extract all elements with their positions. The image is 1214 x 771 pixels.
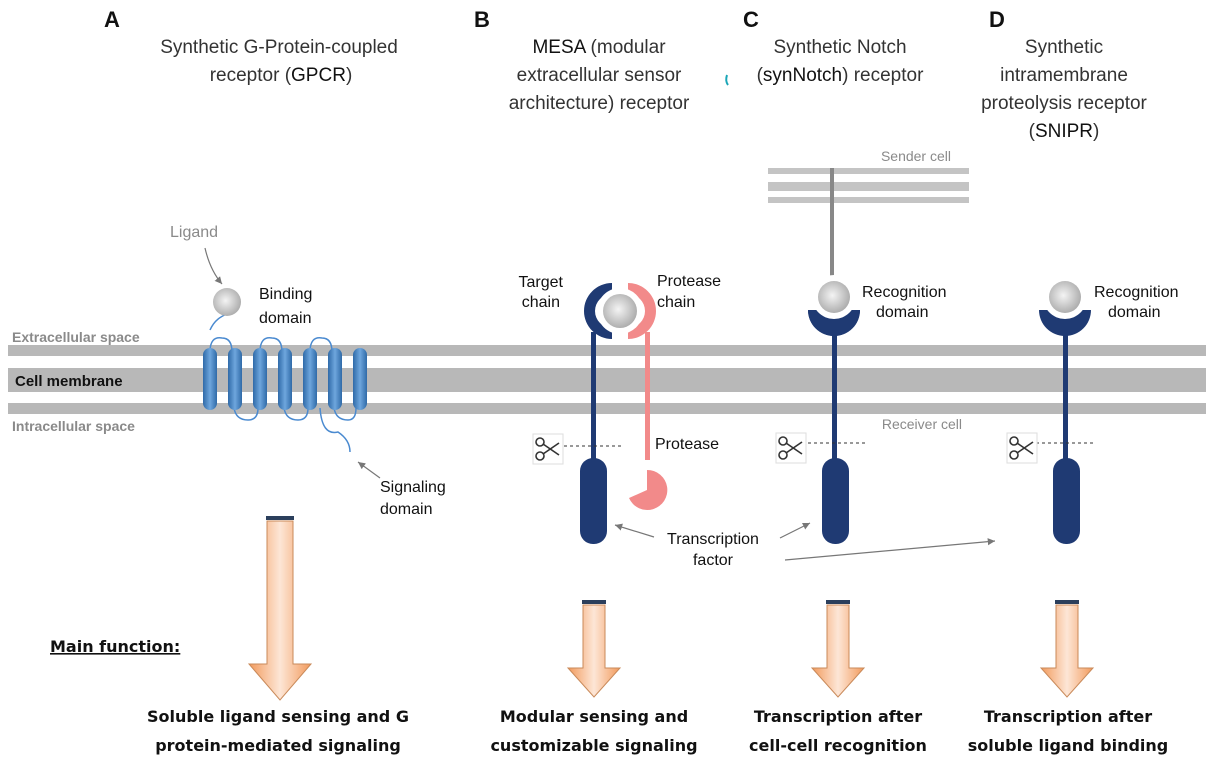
cell-membrane-label: Cell membrane — [15, 373, 123, 390]
protease-pacman — [629, 469, 668, 510]
signaling-arrow — [357, 461, 381, 479]
protease-chain-label-1: Protease — [657, 273, 721, 290]
panel-d-letter: D — [989, 7, 1005, 32]
panel-b-title-line2: extracellular sensor — [517, 65, 682, 86]
scissors-icon — [775, 432, 807, 464]
panel-d-title-line4: (SNIPR) — [1029, 121, 1100, 142]
gpcr-ligand — [213, 288, 241, 316]
arrow-a — [247, 516, 313, 701]
tm-helix-3 — [253, 348, 267, 410]
panel-b-letter: B — [474, 7, 490, 32]
tm-helix-6 — [328, 348, 342, 410]
sender-cell-label: Sender cell — [881, 148, 951, 164]
intracellular-label: Intracellular space — [12, 418, 135, 434]
recognition-domain-c-label-2: domain — [876, 304, 928, 321]
function-b-line1: Modular sensing and — [500, 707, 688, 726]
recognition-domain-d-label-1: Recognition — [1094, 284, 1179, 301]
target-chain-label-2: chain — [522, 294, 560, 311]
target-chain-stalk — [591, 332, 596, 460]
function-b-line2: customizable signaling — [490, 736, 697, 755]
protease-chain-cap — [628, 283, 656, 339]
target-chain-label-1: Target — [519, 274, 564, 291]
target-chain-cap — [584, 283, 612, 339]
recognition-domain-c-label-1: Recognition — [862, 284, 947, 301]
signaling-domain-label-1: Signaling — [380, 479, 446, 496]
signaling-domain-label-2: domain — [380, 501, 432, 518]
ligand-arrow — [204, 247, 223, 285]
snipr-ligand — [1049, 281, 1081, 313]
stray-mark — [725, 74, 729, 86]
snipr-recognition-cup — [1039, 310, 1091, 336]
receiver-cell-label: Receiver cell — [882, 416, 962, 432]
gpcr-receptor — [203, 305, 367, 453]
tf-arrow-c — [779, 522, 811, 539]
panel-a-header: A Synthetic G-Protein-coupled receptor (… — [104, 7, 398, 86]
tm-helix-7 — [353, 348, 367, 410]
recognition-domain-d-label-2: domain — [1108, 304, 1160, 321]
snipr-transcription-factor — [1053, 458, 1080, 544]
mesa-transcription-factor — [580, 458, 607, 544]
tf-arrow-d — [784, 538, 996, 561]
panel-d-title-line1: Synthetic — [1025, 37, 1103, 58]
tm-helix-4 — [278, 348, 292, 410]
function-c-line2: cell-cell recognition — [749, 736, 927, 755]
function-a-line1: Soluble ligand sensing and G — [147, 707, 409, 726]
panel-d-title-line3: proteolysis receptor — [981, 93, 1147, 114]
snipr-stalk — [1063, 330, 1068, 460]
panel-a-title-line1: Synthetic G-Protein-coupled — [160, 37, 398, 58]
panel-a-title-line2: receptor (GPCR) — [210, 65, 353, 86]
protease-chain-stalk — [645, 332, 650, 460]
binding-domain-label-1: Binding — [259, 286, 312, 303]
arrow-c — [810, 600, 866, 698]
panel-b-header: B MESA (modular extracellular sensor arc… — [474, 7, 690, 114]
synnotch-ligand — [818, 281, 850, 313]
panel-c-title-line1: Synthetic Notch — [773, 37, 906, 58]
panel-b-title-line3: architecture) receptor — [509, 93, 690, 114]
synnotch-stalk — [832, 330, 837, 460]
cell-membrane — [8, 345, 1206, 414]
mesa-receptor — [532, 283, 668, 544]
panel-d-header: D Synthetic intramembrane proteolysis re… — [981, 7, 1147, 142]
tf-arrow-b — [614, 523, 655, 538]
snipr-receptor — [1006, 275, 1096, 544]
panel-c-letter: C — [743, 7, 759, 32]
transcription-factor-label-1: Transcription — [667, 531, 759, 548]
scissors-icon — [532, 433, 564, 465]
synnotch-receptor — [775, 275, 866, 544]
protease-label: Protease — [655, 436, 719, 453]
scissors-icon — [1006, 432, 1038, 464]
protease-chain-label-2: chain — [657, 294, 695, 311]
tm-helix-5 — [303, 348, 317, 410]
transcription-factor-label-2: factor — [693, 552, 734, 569]
binding-domain-label-2: domain — [259, 310, 311, 327]
mesa-ligand — [603, 294, 637, 328]
panel-b-title-line1: MESA (modular — [532, 37, 666, 58]
arrow-d — [1039, 600, 1095, 698]
tm-helix-2 — [228, 348, 242, 410]
arrow-b — [566, 600, 622, 698]
main-function-label: Main function: — [50, 637, 180, 656]
function-c-line1: Transcription after — [754, 707, 922, 726]
ligand-label: Ligand — [170, 224, 218, 241]
function-d-line1: Transcription after — [984, 707, 1152, 726]
synnotch-transcription-factor — [822, 458, 849, 544]
panel-d-title-line2: intramembrane — [1000, 65, 1128, 86]
panel-a-letter: A — [104, 7, 120, 32]
panel-c-header: C Synthetic Notch (synNotch) receptor — [725, 7, 925, 86]
extracellular-label: Extracellular space — [12, 329, 140, 345]
panel-c-title-line2: (synNotch) receptor — [757, 65, 925, 86]
function-a-line2: protein-mediated signaling — [155, 736, 401, 755]
sender-cell-membrane: Sender cell — [768, 148, 969, 203]
function-d-line2: soluble ligand binding — [968, 736, 1169, 755]
tm-helix-1 — [203, 348, 217, 410]
